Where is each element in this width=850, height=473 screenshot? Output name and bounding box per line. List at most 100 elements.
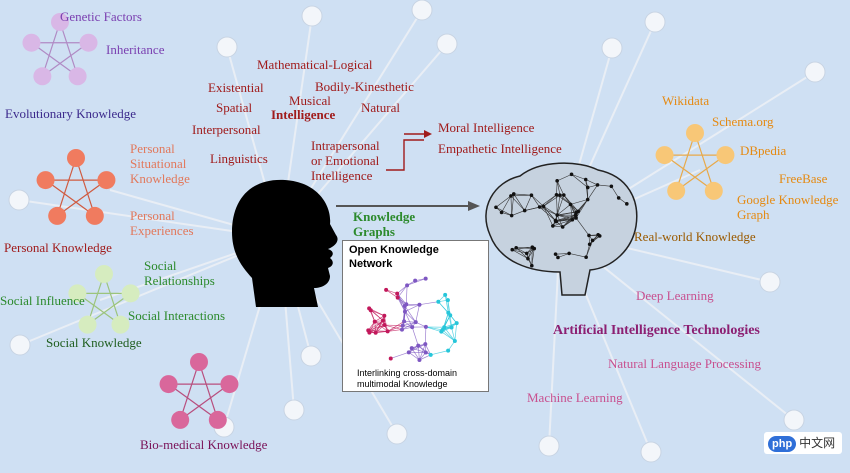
evolutionary-cluster-edge: [31, 42, 78, 77]
brain-node: [596, 232, 600, 237]
brain-node: [562, 193, 566, 197]
brain-node: [625, 202, 629, 206]
personal-cluster-edge: [56, 157, 77, 217]
brain-node: [576, 209, 581, 214]
okn-edge: [396, 293, 407, 305]
brain-edge: [543, 206, 558, 216]
brain-edge: [516, 247, 527, 254]
okn-node: [446, 310, 451, 315]
okn-node: [385, 329, 390, 334]
brain-outline: [485, 162, 638, 296]
label-existential: Existential: [208, 80, 264, 95]
okn-node: [399, 327, 404, 332]
okn-node: [436, 299, 441, 304]
okn-node: [446, 348, 451, 353]
label-mathematical-logical: Mathematical-Logical: [257, 57, 373, 72]
okn-node: [423, 342, 428, 347]
evolutionary-cluster-edge: [42, 42, 89, 77]
okn-edge: [390, 351, 409, 359]
brain-edge: [539, 206, 558, 216]
okn-edge: [402, 321, 416, 326]
label-wikidata: Wikidata: [662, 93, 710, 108]
brain-edge: [585, 240, 593, 258]
okn-edge: [411, 347, 426, 353]
brain-edge: [556, 180, 558, 195]
peripheral-node: [411, 0, 433, 21]
brain-node: [530, 263, 534, 268]
brain-edge: [557, 214, 577, 219]
brain-edge: [515, 247, 529, 259]
okn-node: [452, 338, 457, 343]
peripheral-node: [300, 345, 322, 367]
brain-edge: [527, 248, 535, 259]
okn-edge: [374, 321, 388, 332]
brain-node: [569, 172, 574, 177]
brain-edge: [556, 195, 561, 216]
open-knowledge-network-panel: Open Knowledge Network Interlinking cros…: [342, 240, 489, 392]
brain-node: [529, 193, 534, 197]
brain-node: [587, 233, 591, 238]
okn-edge: [442, 329, 456, 342]
okn-edge: [401, 321, 416, 330]
brain-edge: [531, 248, 535, 266]
realworld-cluster-node: [704, 181, 723, 200]
biomedical-cluster-edge: [179, 361, 200, 421]
brain-node: [555, 213, 560, 217]
label-social-influence: Social Influence: [0, 293, 85, 308]
social-cluster-node: [78, 315, 97, 334]
okn-edge: [454, 323, 458, 341]
brain-node: [554, 192, 559, 197]
okn-edge: [417, 345, 420, 361]
okn-node: [409, 346, 414, 351]
label-spatial: Spatial: [216, 100, 253, 115]
okn-node: [413, 320, 418, 325]
personal-cluster-node: [67, 149, 85, 167]
brain-edge: [531, 247, 533, 266]
personal-cluster-edge: [45, 179, 96, 217]
brain-node: [541, 204, 546, 209]
personal-cluster-node: [97, 171, 116, 190]
brain-node: [509, 213, 514, 218]
brain-node: [499, 210, 504, 215]
peripheral-node: [644, 11, 666, 33]
intrapersonal-arrow: [386, 139, 424, 171]
realworld-cluster-node: [716, 146, 735, 165]
brain-edge: [571, 174, 588, 188]
label-ai-technologies: Artificial Intelligence Technologies: [553, 323, 760, 338]
peripheral-node: [216, 36, 238, 58]
okn-node: [402, 319, 407, 324]
brain-node: [558, 193, 562, 197]
okn-node: [381, 318, 386, 323]
label-interpersonal: Interpersonal: [192, 122, 261, 137]
brain-node: [537, 205, 542, 209]
okn-edge: [415, 304, 420, 323]
okn-network-graphic: [366, 276, 459, 362]
peripheral-node: [804, 61, 826, 83]
peripheral-node: [283, 399, 305, 421]
brain-edge: [556, 194, 558, 216]
okn-edge: [419, 301, 439, 306]
brain-edge: [555, 253, 570, 255]
okn-caption: Interlinking cross-domain multimodal Kno…: [357, 368, 458, 389]
okn-node: [402, 309, 407, 314]
realworld-cluster-node: [667, 181, 686, 200]
label-schema-org: Schema.org: [712, 114, 774, 129]
brain-node: [494, 205, 498, 210]
watermark-logo: php: [768, 436, 797, 452]
okn-node: [428, 352, 433, 357]
okn-node: [423, 350, 428, 355]
brain-node: [570, 217, 575, 222]
brain-node: [616, 196, 621, 200]
okn-node: [442, 325, 447, 330]
okn-node: [388, 356, 393, 361]
okn-edge: [419, 354, 431, 361]
brain-node: [574, 216, 578, 220]
okn-node: [410, 325, 415, 330]
okn-node: [366, 328, 371, 333]
brain-edge: [539, 206, 556, 221]
okn-edge: [369, 321, 376, 333]
okn-edge: [430, 350, 449, 356]
label-personal-experiences: Personal Experiences: [130, 208, 194, 238]
okn-node: [404, 302, 409, 307]
